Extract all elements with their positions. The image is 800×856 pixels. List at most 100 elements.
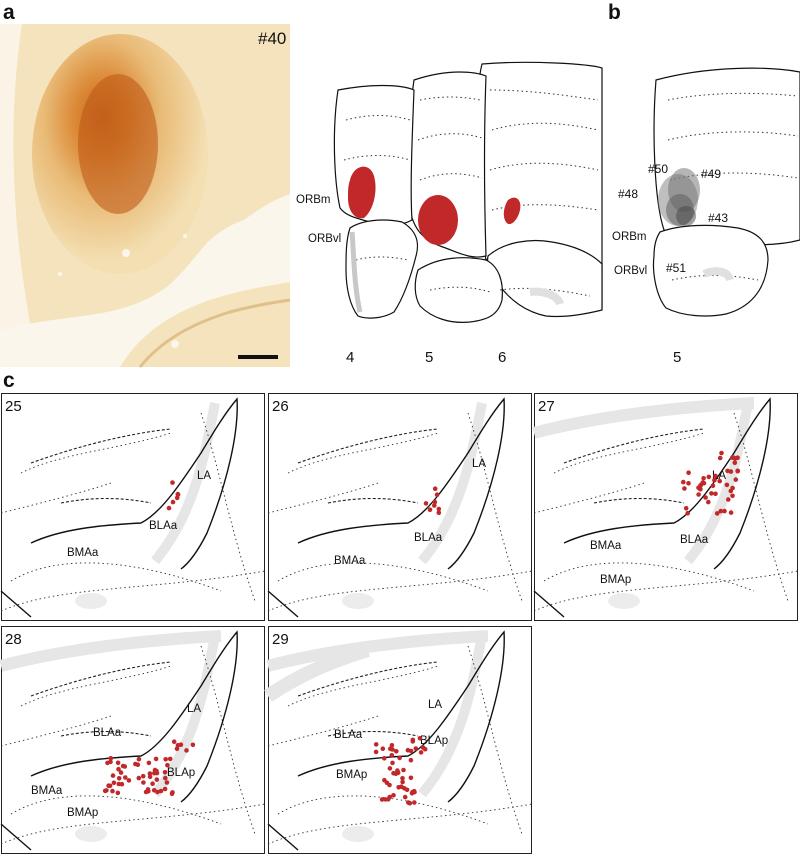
labeled-cell (432, 486, 438, 491)
micrograph (0, 24, 291, 368)
labeled-cell (170, 480, 175, 485)
labeled-cell (725, 468, 730, 474)
labeled-cell (147, 774, 153, 780)
scale-bar (238, 355, 278, 359)
labeled-cell (169, 791, 175, 797)
panel-letter-a: a (3, 1, 15, 24)
labeled-cell (427, 507, 433, 512)
labeled-cell (154, 777, 160, 782)
labeled-cell (703, 495, 708, 500)
region-label-bmap: BMAp (336, 769, 367, 781)
case-label-43: #43 (708, 211, 728, 225)
sample-label: #40 (258, 29, 287, 48)
label-orbvl-b: ORBvl (614, 265, 647, 277)
region-label-bmaa: BMAa (31, 785, 63, 797)
labeled-cell (110, 788, 115, 794)
section-number-4: 4 (346, 349, 354, 366)
labeled-cell (184, 748, 189, 753)
labeled-cell (391, 770, 396, 776)
region-label-bmap: BMAp (600, 574, 631, 586)
case-label-51: #51 (666, 261, 686, 275)
labeled-cell (434, 492, 440, 497)
labeled-cell (700, 480, 705, 485)
labeled-cell (166, 505, 172, 511)
labeled-cell (118, 770, 124, 775)
labeled-cell (730, 485, 735, 491)
labeled-cell (108, 759, 113, 765)
labeled-cell (108, 756, 114, 761)
labeled-cell (151, 788, 157, 793)
labeled-cell (390, 760, 395, 766)
labeled-cell (111, 780, 117, 786)
region-label-blaa: BLAa (414, 532, 443, 544)
labeled-cell (413, 746, 419, 751)
labeled-cell (163, 757, 168, 762)
labeled-cell (730, 493, 735, 499)
labeled-cell (408, 748, 414, 754)
orb-atlas-sections: ORBm ORBvl 4 5 6 (296, 61, 603, 366)
labeled-cell (400, 779, 405, 785)
labeled-cell (123, 775, 128, 780)
case-label-50: #50 (648, 162, 668, 176)
labeled-cell (719, 450, 724, 456)
labeled-cell (373, 742, 379, 747)
labeled-cell (412, 800, 417, 805)
section-number-5: 5 (425, 349, 433, 366)
region-label-blap: BLAp (420, 735, 448, 747)
labeled-cell (380, 746, 386, 751)
labeled-cell (170, 499, 176, 505)
labeled-cell (402, 794, 408, 800)
labeled-cell (724, 482, 730, 488)
labeled-cell (407, 801, 413, 806)
section-number-5-b: 5 (673, 349, 681, 366)
region-label-blaa: BLAa (149, 520, 178, 532)
labeled-cell (733, 477, 739, 482)
region-label-la: LA (187, 703, 201, 715)
region-label-blap: BLAp (167, 767, 195, 779)
region-label-bmaa: BMAa (334, 555, 366, 567)
labeled-cell (162, 786, 168, 792)
labeled-cell (141, 780, 146, 785)
labeled-cell (387, 782, 392, 788)
labeled-cell (107, 783, 113, 789)
labeled-cell (389, 753, 395, 758)
labeled-cell (164, 780, 170, 785)
labeled-cell (436, 510, 442, 516)
labeled-cell (150, 781, 155, 786)
labeled-cell (190, 742, 196, 748)
labeled-cell (397, 755, 402, 761)
case-label-49: #49 (701, 167, 721, 181)
labeled-cell (410, 737, 416, 743)
labeled-cell (147, 771, 153, 776)
labeled-cell (401, 767, 406, 773)
labeled-cell (388, 746, 393, 752)
labeled-cell (408, 775, 414, 781)
labeled-cell (399, 784, 404, 789)
labeled-cell (115, 790, 121, 796)
labeled-cell (165, 762, 170, 768)
labeled-cell (136, 775, 142, 781)
labeled-cell (391, 793, 396, 798)
labeled-cell (717, 455, 723, 461)
labeled-cell (712, 477, 717, 483)
labeled-cell (162, 770, 168, 775)
labeled-cell (115, 760, 121, 766)
labeled-cell (174, 495, 180, 501)
labeled-cell (717, 478, 722, 484)
panel-letter-c: c (3, 369, 15, 392)
labeled-cell (386, 797, 391, 802)
labeled-cell (395, 768, 400, 773)
region-label-la: LA (472, 458, 486, 470)
labeled-cell (154, 768, 159, 774)
section-number: 27 (538, 398, 555, 415)
labeled-cell (116, 766, 121, 772)
labeled-cell (436, 506, 442, 512)
region-label-blaa: BLAa (334, 729, 363, 741)
labeled-cell (706, 499, 711, 505)
labeled-cell (713, 491, 718, 497)
labeled-cell (400, 776, 405, 781)
labeled-cell (722, 508, 727, 514)
region-label-blaa: BLAa (93, 727, 122, 739)
labeled-cell (728, 510, 734, 515)
